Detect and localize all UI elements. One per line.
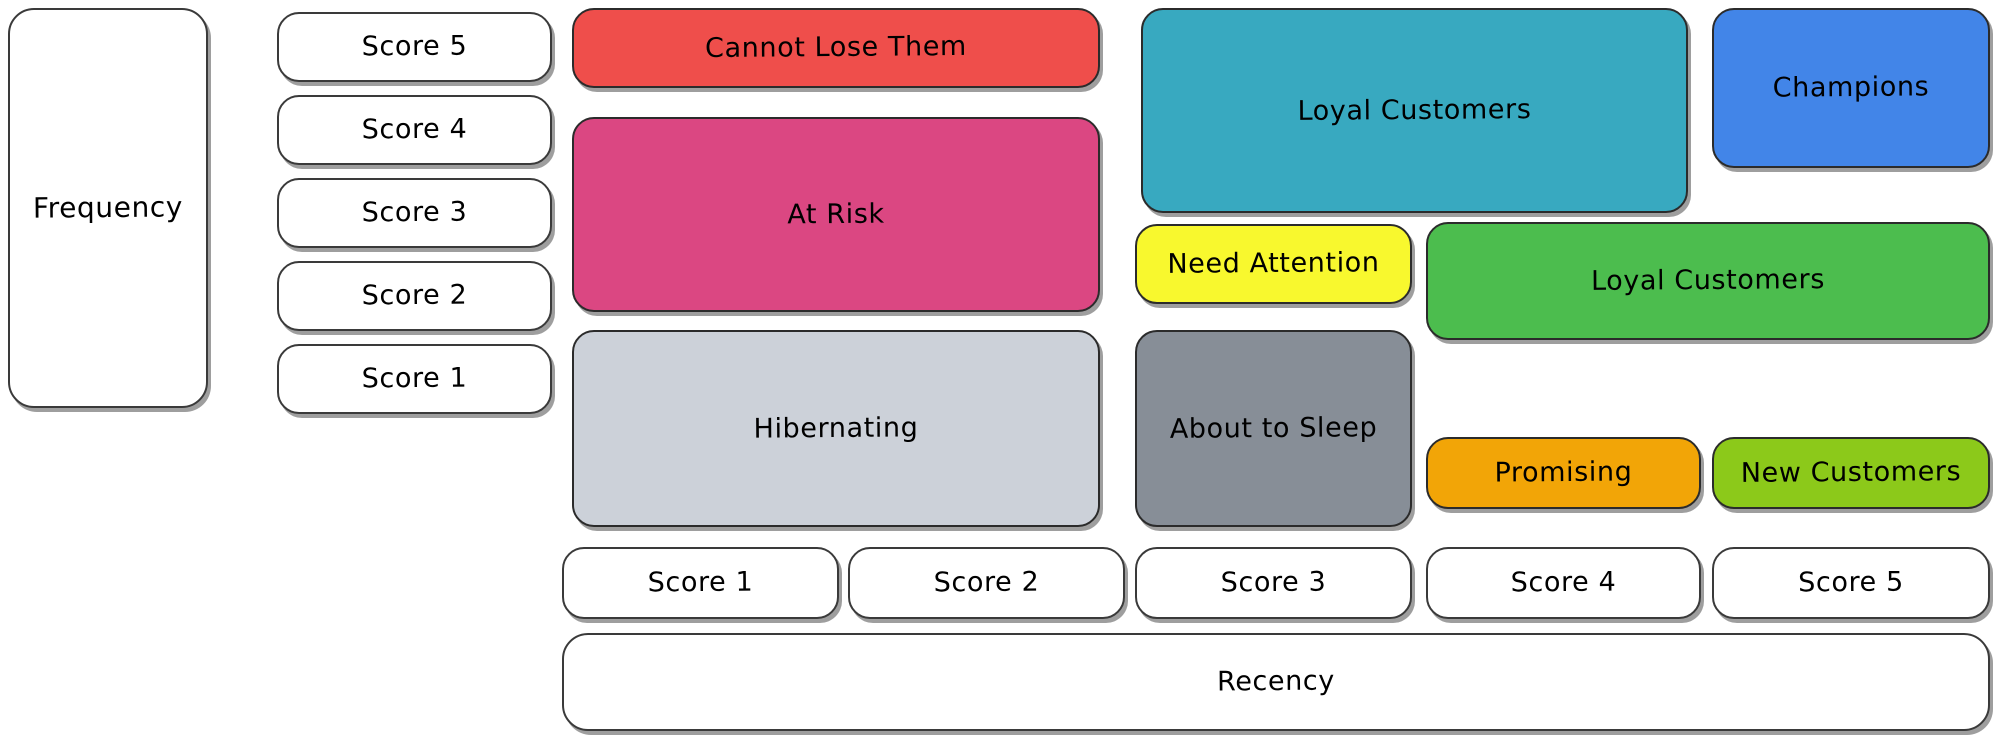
segment-loyal-customers-teal[interactable]: Loyal Customers <box>1141 8 1688 213</box>
x-axis-label-text: Recency <box>1216 666 1335 698</box>
segment-hibernating[interactable]: Hibernating <box>572 330 1100 527</box>
frequency-score-3-label: Score 3 <box>361 197 468 229</box>
segment-new-customers[interactable]: New Customers <box>1712 437 1990 509</box>
segment-hibernating-label: Hibernating <box>753 412 919 445</box>
segment-at-risk[interactable]: At Risk <box>572 117 1100 312</box>
segment-champions[interactable]: Champions <box>1712 8 1990 168</box>
frequency-score-4-label: Score 4 <box>361 114 468 146</box>
x-axis-label-recency: Recency <box>562 633 1990 731</box>
frequency-score-1[interactable]: Score 1 <box>277 344 552 414</box>
frequency-score-2[interactable]: Score 2 <box>277 261 552 331</box>
segment-cannot-lose-them[interactable]: Cannot Lose Them <box>572 8 1100 88</box>
segment-need-attention[interactable]: Need Attention <box>1135 224 1412 304</box>
segment-loyal-customers-green[interactable]: Loyal Customers <box>1426 222 1990 340</box>
segment-about-to-sleep[interactable]: About to Sleep <box>1135 330 1412 527</box>
segment-new-customers-label: New Customers <box>1740 456 1962 490</box>
recency-score-5-label: Score 5 <box>1798 567 1904 599</box>
frequency-score-5[interactable]: Score 5 <box>277 12 552 82</box>
frequency-score-2-label: Score 2 <box>361 280 468 312</box>
segment-champions-label: Champions <box>1772 71 1930 105</box>
y-axis-label-text: Frequency <box>32 190 184 225</box>
recency-score-1-label: Score 1 <box>647 567 754 599</box>
segment-at-risk-label: At Risk <box>787 198 885 231</box>
frequency-score-3[interactable]: Score 3 <box>277 178 552 248</box>
recency-score-1[interactable]: Score 1 <box>562 547 839 619</box>
recency-score-3-label: Score 3 <box>1220 567 1327 599</box>
recency-score-2-label: Score 2 <box>933 567 1040 599</box>
recency-score-4[interactable]: Score 4 <box>1426 547 1701 619</box>
segment-need-attention-label: Need Attention <box>1167 247 1380 281</box>
y-axis-label-frequency: Frequency <box>8 8 208 408</box>
recency-score-5[interactable]: Score 5 <box>1712 547 1990 619</box>
segment-loyal-customers-teal-label: Loyal Customers <box>1297 94 1532 127</box>
recency-score-3[interactable]: Score 3 <box>1135 547 1412 619</box>
frequency-score-1-label: Score 1 <box>361 363 468 395</box>
segment-loyal-customers-green-label: Loyal Customers <box>1590 264 1826 298</box>
segment-promising[interactable]: Promising <box>1426 437 1701 509</box>
frequency-score-4[interactable]: Score 4 <box>277 95 552 165</box>
recency-score-4-label: Score 4 <box>1510 567 1617 599</box>
segment-about-to-sleep-label: About to Sleep <box>1169 412 1378 445</box>
segment-cannot-lose-them-label: Cannot Lose Them <box>704 31 968 65</box>
segment-promising-label: Promising <box>1494 456 1633 490</box>
frequency-score-5-label: Score 5 <box>361 31 468 63</box>
recency-score-2[interactable]: Score 2 <box>848 547 1125 619</box>
